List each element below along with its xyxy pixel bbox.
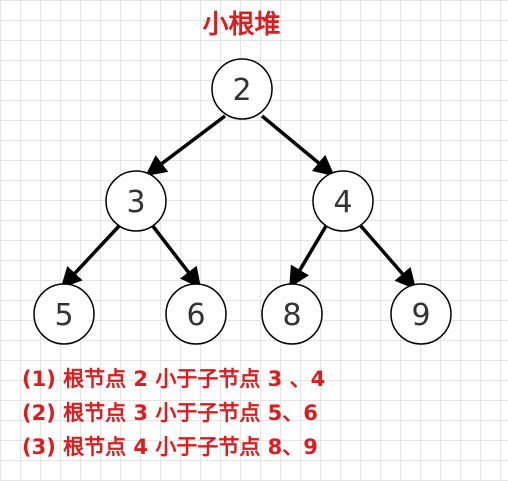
note-item: (1) 根节点 2 小于子节点 3 、4 [22,367,326,391]
edge-2-to-4 [260,114,335,177]
note-item: (3) 根节点 4 小于子节点 8、9 [22,435,318,459]
node-8: 8 [261,283,323,345]
node-8-label: 8 [282,298,301,333]
node-3-label: 3 [126,185,145,220]
node-2-label: 2 [232,73,251,108]
node-9-label: 9 [411,298,430,333]
edge-2-to-3 [145,114,227,177]
node-9: 9 [390,283,452,345]
node-4-label: 4 [333,185,352,220]
node-5: 5 [33,283,95,345]
node-4: 4 [312,170,374,232]
node-5-label: 5 [54,298,73,333]
edge-3-to-6 [150,223,202,289]
notes-list: (1) 根节点 2 小于子节点 3 、4 (2) 根节点 3 小于子节点 5、6… [22,362,325,464]
edge-4-to-9 [358,223,417,290]
edge-4-to-8 [289,225,328,289]
note-item: (2) 根节点 3 小于子节点 5、6 [22,401,318,425]
node-2: 2 [211,58,273,120]
edge-3-to-5 [60,223,122,289]
node-6: 6 [165,283,227,345]
diagram-title: 小根堆 [202,10,281,40]
node-3: 3 [105,170,167,232]
node-6-label: 6 [186,298,205,333]
